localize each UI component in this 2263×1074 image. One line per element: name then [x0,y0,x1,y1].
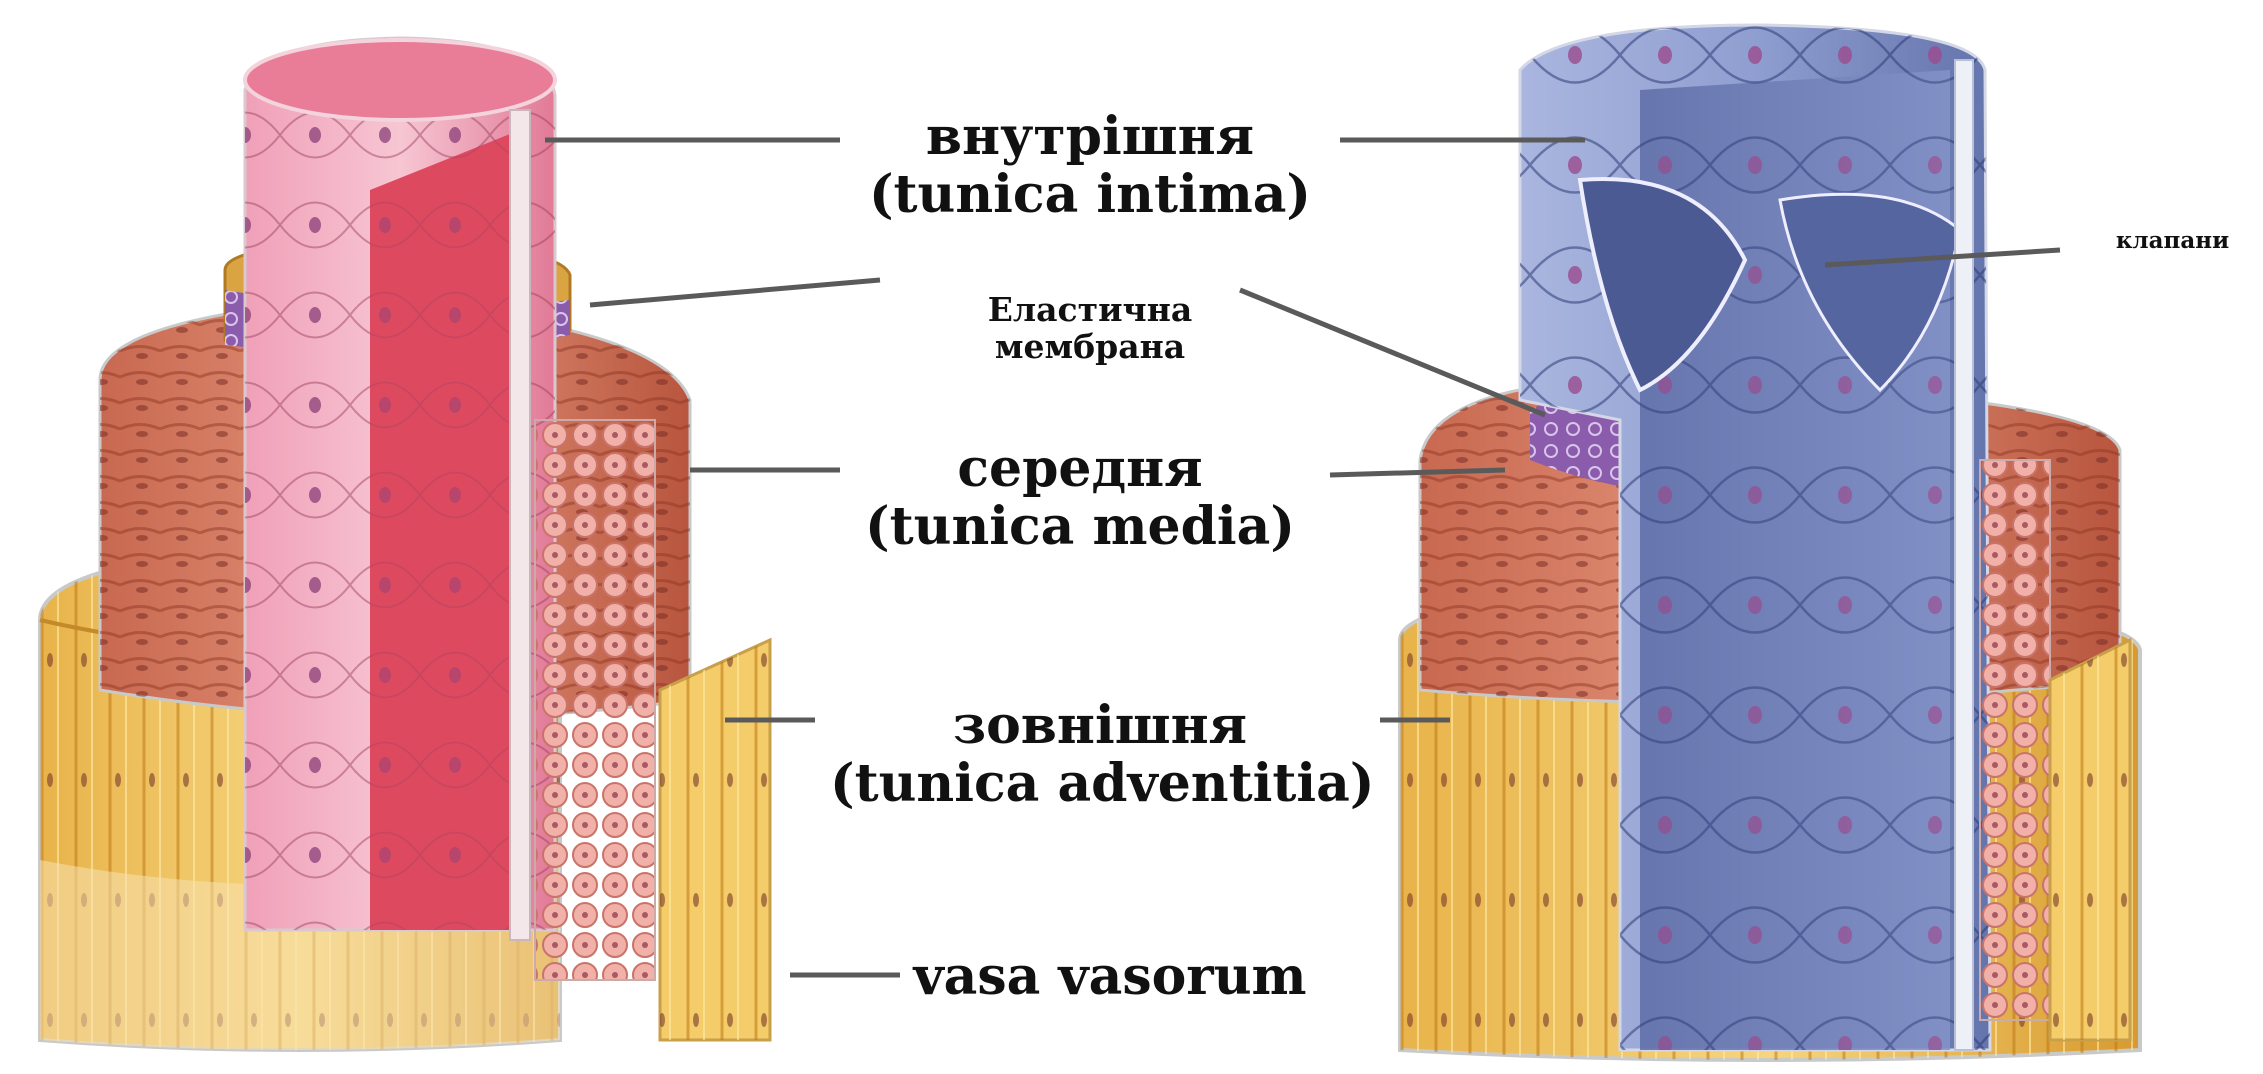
label-intima-ua: внутрішня [860,108,1320,166]
label-vasa-vasorum: vasa vasorum [910,948,1310,1006]
artery-media-cross-section [535,420,655,980]
label-adventitia: зовнішня (tunica adventitia) [830,697,1370,813]
label-adventitia-lat: (tunica adventitia) [830,755,1370,813]
label-media-lat: (tunica media) [850,498,1310,556]
label-valves: клапани [2090,228,2255,254]
label-media: середня (tunica media) [850,440,1310,556]
label-elastic-line1: Еластична [890,292,1290,329]
label-intima: внутрішня (tunica intima) [860,108,1320,224]
label-adventitia-ua: зовнішня [830,697,1370,755]
label-media-ua: середня [850,440,1310,498]
artery-illustration [40,38,770,1050]
leader-elastic-artery [590,280,880,305]
label-intima-lat: (tunica intima) [860,166,1320,224]
label-elastic-line2: мембрана [890,329,1290,366]
vein-media-cross-section [1980,460,2050,1020]
vein-illustration [1400,25,2140,1060]
label-elastic-membrane: Еластична мембрана [890,292,1290,366]
